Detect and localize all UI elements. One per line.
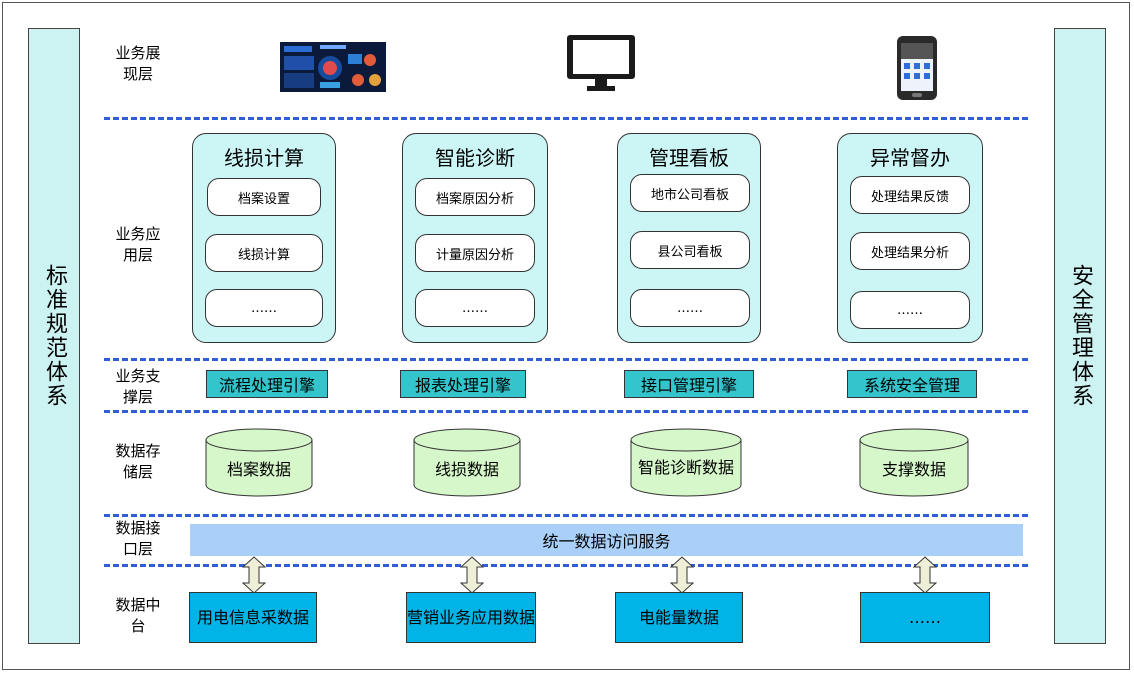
separator: [104, 514, 1028, 517]
double-arrow-icon: [241, 556, 267, 594]
source-marketing[interactable]: 营销业务应用数据: [406, 592, 536, 643]
standards-panel-label: 标准规范体系: [42, 264, 67, 408]
database-smart-diagnosis: 智能诊断数据: [630, 428, 742, 498]
engine-workflow[interactable]: 流程处理引擎: [206, 370, 328, 398]
module-item[interactable]: 地市公司看板: [630, 174, 750, 212]
engine-interface[interactable]: 接口管理引擎: [624, 370, 754, 398]
engine-security[interactable]: 系统安全管理: [847, 370, 977, 398]
module-title: 管理看板: [649, 146, 729, 170]
layer-label-presentation: 业务展 现层: [115, 44, 161, 83]
layer-label-middle: 数据中 台: [115, 596, 161, 635]
database-label: 档案数据: [226, 460, 291, 479]
double-arrow-icon: [912, 556, 938, 594]
module-management-board: 管理看板 地市公司看板 县公司看板 ……: [617, 133, 761, 343]
monitor-icon: [565, 33, 637, 93]
mobile-phone-icon: [896, 35, 938, 101]
unified-data-access-bar[interactable]: 统一数据访问服务: [190, 524, 1023, 556]
module-line-loss: 线损计算 档案设置 线损计算 ……: [192, 133, 336, 343]
module-item[interactable]: 县公司看板: [630, 231, 750, 269]
module-exception-supervision: 异常督办 处理结果反馈 处理结果分析 ……: [837, 133, 983, 343]
module-item[interactable]: 处理结果反馈: [850, 176, 970, 214]
module-title: 线损计算: [224, 146, 304, 170]
separator: [104, 564, 1028, 567]
source-energy[interactable]: 电能量数据: [615, 592, 743, 643]
separator: [104, 358, 1028, 361]
database-label: 线损数据: [434, 460, 499, 479]
module-title: 异常督办: [870, 146, 950, 170]
source-power-usage[interactable]: 用电信息采数据: [189, 592, 317, 643]
dashboard-screen-icon: [280, 42, 386, 92]
database-line-loss: 线损数据: [413, 428, 521, 498]
module-item[interactable]: 档案原因分析: [415, 178, 535, 216]
security-panel: 安全管理体系: [1054, 28, 1106, 644]
layer-label-interface: 数据接 口层: [115, 519, 161, 558]
module-item[interactable]: ……: [630, 289, 750, 327]
source-more[interactable]: ……: [860, 592, 990, 643]
module-title: 智能诊断: [435, 146, 515, 170]
module-item[interactable]: 档案设置: [207, 178, 321, 216]
database-label: 支撑数据: [881, 460, 946, 479]
module-item[interactable]: 计量原因分析: [415, 234, 535, 272]
layer-label-application: 业务应 用层: [115, 225, 161, 264]
security-panel-label: 安全管理体系: [1068, 264, 1093, 408]
separator: [104, 410, 1028, 413]
double-arrow-icon: [459, 556, 485, 594]
module-item[interactable]: 处理结果分析: [850, 232, 970, 270]
database-support: 支撑数据: [859, 428, 969, 498]
module-smart-diagnosis: 智能诊断 档案原因分析 计量原因分析 ……: [402, 133, 548, 343]
engine-report[interactable]: 报表处理引擎: [400, 370, 526, 398]
module-item[interactable]: ……: [850, 291, 970, 329]
separator: [104, 117, 1028, 120]
double-arrow-icon: [669, 556, 695, 594]
module-item[interactable]: ……: [205, 289, 323, 327]
database-archive: 档案数据: [205, 428, 313, 498]
layer-label-storage: 数据存 储层: [115, 442, 161, 481]
database-label: 智能诊断数据: [637, 458, 734, 477]
module-item[interactable]: ……: [415, 289, 535, 327]
standards-panel: 标准规范体系: [28, 28, 80, 644]
module-item[interactable]: 线损计算: [205, 234, 323, 272]
layer-label-support: 业务支 撑层: [115, 367, 161, 406]
